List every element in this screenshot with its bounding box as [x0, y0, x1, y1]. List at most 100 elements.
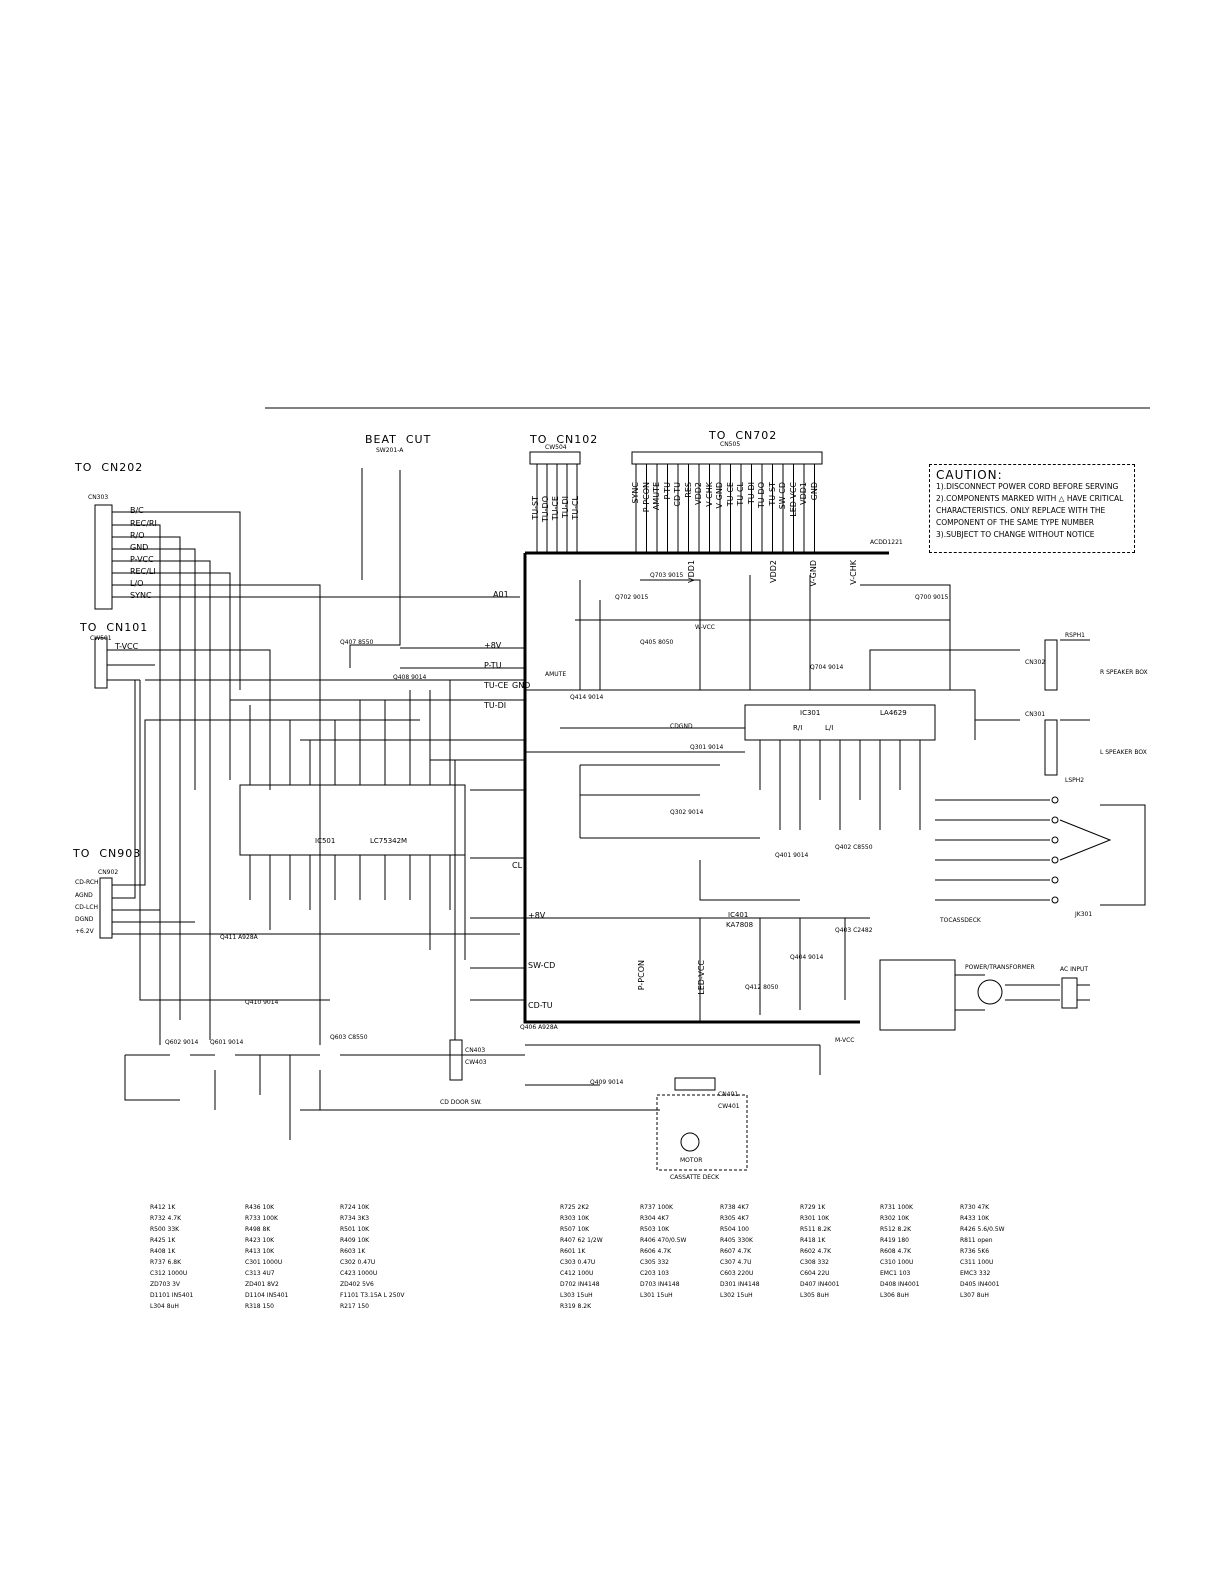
component-label: R413 10K [245, 1248, 275, 1255]
component-label: R217 150 [340, 1303, 369, 1310]
cn102-pin: TU-CL [571, 496, 580, 520]
cn401-label: CN401 [718, 1091, 739, 1098]
component-label: R407 62 1/2W [560, 1237, 603, 1244]
cn101-ref: CW501 [90, 635, 112, 642]
transistor-label: Q412 8050 [745, 984, 779, 991]
cn202-pin: B/C [130, 506, 144, 515]
transistor-label: Q704 9014 [810, 664, 844, 671]
beat-cut-ref: SW201-A [376, 447, 404, 454]
component-label: R405 330K [720, 1237, 753, 1244]
component-label: L304 8uH [150, 1303, 179, 1310]
transistor-label: Q302 9014 [670, 809, 704, 816]
component-label: R503 10K [640, 1226, 670, 1233]
cassette-deck-label: CASSATTE DECK [670, 1174, 720, 1181]
to-cassdeck-label: TOCASSDECK [940, 917, 981, 924]
bus-label: TU-DI [484, 701, 507, 710]
component-label: R500 33K [150, 1226, 180, 1233]
beat-cut-title: BEAT CUT [365, 433, 432, 446]
cn702-pin: SW-CD [778, 482, 787, 510]
bus-label: SW-CD [528, 961, 556, 970]
caution-line: 3).SUBJECT TO CHANGE WITHOUT NOTICE [936, 530, 1095, 539]
cn102-pin: TU-ST [531, 496, 540, 520]
component-label: R498 8K [245, 1226, 271, 1233]
bus-label: GND [512, 681, 531, 690]
component-label: R305 4K7 [720, 1215, 750, 1222]
component-label: R608 4.7K [880, 1248, 912, 1255]
component-label: F1101 T3.15A L 250V [340, 1292, 405, 1299]
power-transformer-label: POWER/TRANSFORMER [965, 964, 1035, 971]
component-label: EMC3 332 [960, 1270, 991, 1277]
component-label: L302 15uH [720, 1292, 753, 1299]
component-label: L301 15uH [640, 1292, 673, 1299]
component-label: C303 0.47U [560, 1259, 596, 1266]
component-label: C305 332 [640, 1259, 670, 1266]
cn702-pin: P-TU [662, 482, 672, 500]
transistor-label: Q702 9015 [615, 594, 649, 601]
cw403-label: CW403 [465, 1059, 487, 1066]
bus-label: V-CHK [849, 560, 858, 585]
bus-label: CL [512, 861, 523, 870]
cn202-ref: CN303 [88, 494, 109, 501]
component-label: R738 4K7 [720, 1204, 750, 1211]
component-label: R302 10K [880, 1215, 910, 1222]
cn702-pin: RES [683, 482, 693, 498]
transistor-label: Q402 C8550 [835, 844, 873, 851]
motor-label: MOTOR [680, 1157, 703, 1164]
component-label: D408 IN4001 [880, 1281, 920, 1288]
cn702-pin: TU-CL [736, 482, 745, 506]
component-label: R603 1K [340, 1248, 366, 1255]
component-label: R601 1K [560, 1248, 586, 1255]
component-label: R507 10K [560, 1226, 590, 1233]
cn202-pin: REC/RI [130, 519, 157, 528]
caution-box: CAUTION: 1).DISCONNECT POWER CORD BEFORE… [929, 464, 1135, 553]
cn102-pin: TU-DO [541, 496, 550, 523]
cn202-pin: REC/LI [130, 567, 156, 576]
bus-label: CDGND [670, 723, 693, 730]
component-label: R732 4.7K [150, 1215, 182, 1222]
cn102-pin: TU-CE [551, 496, 560, 521]
component-label: L305 8uH [800, 1292, 829, 1299]
bus-label: +8V [528, 911, 546, 920]
component-label: R423 10K [245, 1237, 275, 1244]
caution-line: COMPONENT OF THE SAME TYPE NUMBER [936, 518, 1095, 527]
component-label: D301 IN4148 [720, 1281, 760, 1288]
component-label: D702 IN4148 [560, 1281, 600, 1288]
component-label: R408 1K [150, 1248, 176, 1255]
transistor-label: Q602 9014 [165, 1039, 199, 1046]
cn702-pin: TU-CE [725, 482, 735, 507]
ic301-part: LA4629 [880, 709, 907, 717]
transistor-label: Q406 A928A [520, 1024, 558, 1031]
transistor-label: Q401 9014 [775, 852, 809, 859]
component-label: R436 10K [245, 1204, 275, 1211]
transistor-label: Q301 9014 [690, 744, 724, 751]
component-label: R737 6.8K [150, 1259, 182, 1266]
component-label: R731 100K [880, 1204, 913, 1211]
component-label: C603 220U [720, 1270, 754, 1277]
component-label: C412 100U [560, 1270, 594, 1277]
cn702-pin: VDD2 [694, 482, 703, 505]
transistor-label: Q410 9014 [245, 999, 279, 1006]
bus-label: VDD2 [769, 560, 778, 583]
component-label: R725 2K2 [560, 1204, 590, 1211]
component-label: R318 150 [245, 1303, 274, 1310]
l-speaker-label: L SPEAKER BOX [1100, 749, 1147, 756]
component-label: D407 IN4001 [800, 1281, 840, 1288]
component-label: C310 100U [880, 1259, 914, 1266]
transistor-label: Q403 C2482 [835, 927, 873, 934]
caution-line: CHARACTERISTICS. ONLY REPLACE WITH THE [936, 506, 1106, 515]
cn102-ref: CW504 [545, 444, 567, 451]
component-label: L306 8uH [880, 1292, 909, 1299]
bus-label: TU-CE [484, 681, 509, 690]
component-label: R319 8.2K [560, 1303, 592, 1310]
lsph2-label: LSPH2 [1065, 777, 1085, 784]
component-label: R724 10K [340, 1204, 370, 1211]
component-label: R304 4K7 [640, 1215, 670, 1222]
component-label: C301 1000U [245, 1259, 283, 1266]
component-label: R730 47K [960, 1204, 990, 1211]
component-label: C308 332 [800, 1259, 830, 1266]
cn702-pin: P-PCON [641, 482, 651, 513]
component-label: R425 1K [150, 1237, 176, 1244]
r-speaker-label: R SPEAKER BOX [1100, 669, 1148, 676]
component-label: D703 IN4148 [640, 1281, 680, 1288]
m-vcc-label: M-VCC [835, 1037, 855, 1044]
